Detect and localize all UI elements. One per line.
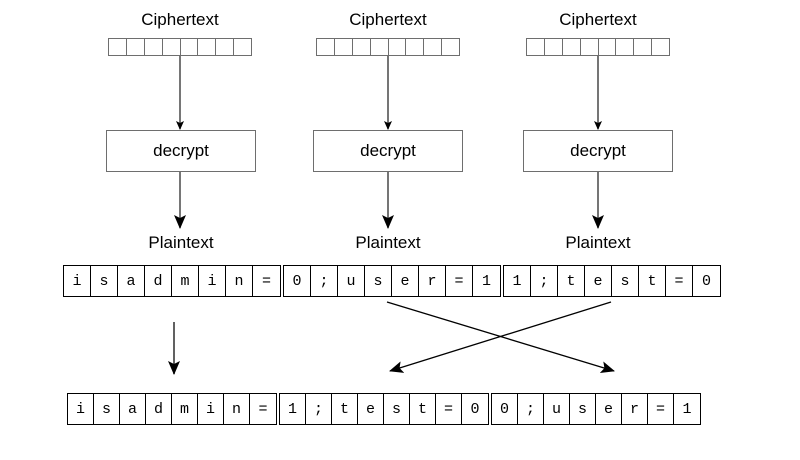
plaintext-cell: s [365, 266, 392, 296]
ciphertext-cell [335, 39, 353, 55]
plaintext-cell: 0 [693, 266, 720, 296]
plaintext-label-3: Plaintext [565, 233, 631, 252]
decrypt-box-label: decrypt [153, 141, 209, 160]
plaintext-cell: i [199, 266, 226, 296]
result-cell: t [410, 394, 436, 424]
ciphertext-label-1: Ciphertext [141, 10, 219, 29]
ciphertext-cell [545, 39, 563, 55]
ciphertext-cell [442, 39, 459, 55]
ciphertext-bar-2 [316, 38, 460, 56]
result-cell: s [384, 394, 410, 424]
ciphertext-label-3: Ciphertext [559, 10, 637, 29]
result-cell: i [198, 394, 224, 424]
ciphertext-cell [563, 39, 581, 55]
ciphertext-cell [145, 39, 163, 55]
ciphertext-cell [424, 39, 443, 55]
ciphertext-cell [198, 39, 217, 55]
plaintext-group-2: 0 ; u s e r = 1 [283, 265, 501, 297]
ciphertext-cell [599, 39, 617, 55]
ciphertext-cell [234, 39, 251, 55]
ciphertext-cell [216, 39, 235, 55]
plaintext-cell: i [64, 266, 91, 296]
result-cell: m [172, 394, 198, 424]
result-cell: 1 [280, 394, 306, 424]
decrypt-box-3: decrypt [523, 130, 673, 172]
ciphertext-cell [634, 39, 653, 55]
plaintext-cell: u [338, 266, 365, 296]
plaintext-cell: a [118, 266, 145, 296]
plaintext-cell: s [612, 266, 639, 296]
ciphertext-cell [406, 39, 425, 55]
plaintext-cell: s [91, 266, 118, 296]
plaintext-cell: 1 [473, 266, 500, 296]
plaintext-row: i s a d m i n = 0 ; u s e r = 1 1 ; t e … [63, 265, 721, 297]
ciphertext-cell [652, 39, 669, 55]
decrypt-box-label: decrypt [360, 141, 416, 160]
ciphertext-cell [353, 39, 371, 55]
result-cell: ; [306, 394, 332, 424]
plaintext-cell: ; [311, 266, 338, 296]
ciphertext-cell [371, 39, 389, 55]
plaintext-cell: n [226, 266, 253, 296]
arrow-plaintext2-to-result3 [386, 301, 615, 373]
plaintext-cell: = [666, 266, 693, 296]
plaintext-cell: t [558, 266, 585, 296]
result-group-1: i s a d m i n = [67, 393, 277, 425]
result-cell: n [224, 394, 250, 424]
plaintext-cell: t [639, 266, 666, 296]
ciphertext-cell [109, 39, 127, 55]
plaintext-cell: e [392, 266, 419, 296]
ciphertext-label-2: Ciphertext [349, 10, 427, 29]
ciphertext-cell [317, 39, 335, 55]
ciphertext-cell [527, 39, 545, 55]
decrypt-box-label: decrypt [570, 141, 626, 160]
decrypt-box-1: decrypt [106, 130, 256, 172]
plaintext-cell: e [585, 266, 612, 296]
plaintext-label-2: Plaintext [355, 233, 421, 252]
plaintext-label-1: Plaintext [148, 233, 214, 252]
plaintext-cell: 0 [284, 266, 311, 296]
result-cell: s [94, 394, 120, 424]
arrow-plaintext3-to-result2 [389, 301, 612, 373]
plaintext-cell: d [145, 266, 172, 296]
result-cell: 0 [492, 394, 518, 424]
plaintext-cell: r [419, 266, 446, 296]
decrypt-box-2: decrypt [313, 130, 463, 172]
plaintext-cell: m [172, 266, 199, 296]
result-cell: e [358, 394, 384, 424]
ciphertext-cell [181, 39, 199, 55]
ciphertext-bar-3 [526, 38, 670, 56]
result-cell: a [120, 394, 146, 424]
result-cell: 0 [462, 394, 488, 424]
result-cell: d [146, 394, 172, 424]
ciphertext-cell [127, 39, 145, 55]
plaintext-cell: 1 [504, 266, 531, 296]
result-group-3: 0 ; u s e r = 1 [491, 393, 701, 425]
result-cell: r [622, 394, 648, 424]
result-cell: ; [518, 394, 544, 424]
plaintext-cell: = [446, 266, 473, 296]
plaintext-cell: = [253, 266, 280, 296]
result-cell: i [68, 394, 94, 424]
result-cell: 1 [674, 394, 700, 424]
result-cell: s [570, 394, 596, 424]
result-cell: e [596, 394, 622, 424]
plaintext-group-3: 1 ; t e s t = 0 [503, 265, 721, 297]
ciphertext-cell [163, 39, 181, 55]
result-cell: = [648, 394, 674, 424]
ciphertext-cell [616, 39, 635, 55]
result-cell: u [544, 394, 570, 424]
ciphertext-cell [581, 39, 599, 55]
plaintext-group-1: i s a d m i n = [63, 265, 281, 297]
ciphertext-bar-1 [108, 38, 252, 56]
result-group-2: 1 ; t e s t = 0 [279, 393, 489, 425]
result-cell: = [250, 394, 276, 424]
plaintext-cell: ; [531, 266, 558, 296]
result-row: i s a d m i n = 1 ; t e s t = 0 0 ; u s … [67, 393, 701, 425]
result-cell: = [436, 394, 462, 424]
result-cell: t [332, 394, 358, 424]
ciphertext-cell [389, 39, 407, 55]
